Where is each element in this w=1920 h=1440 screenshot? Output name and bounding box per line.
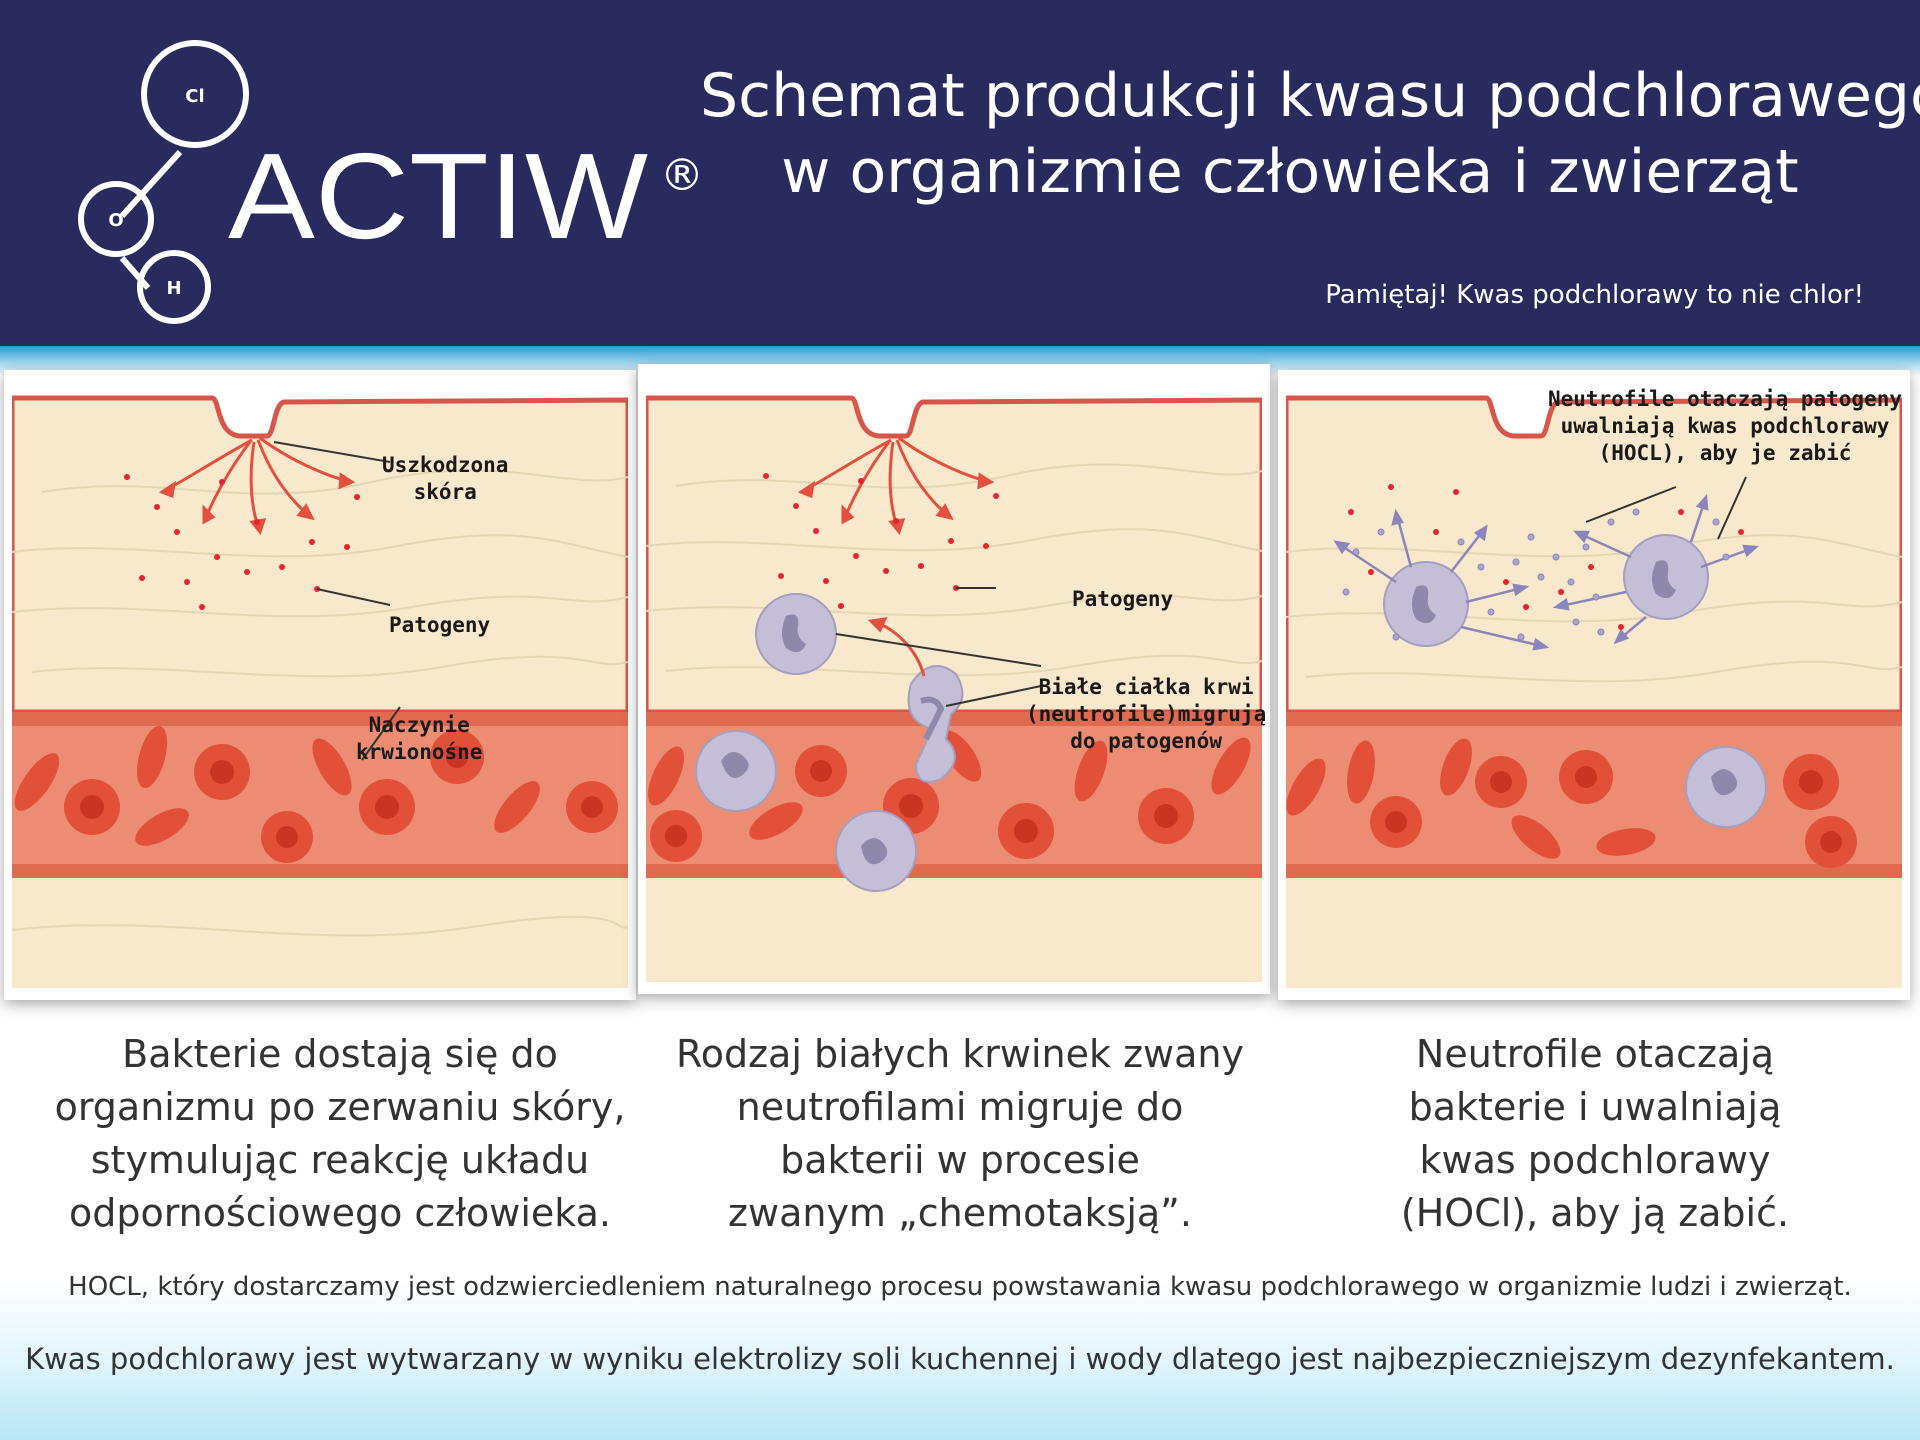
logo-atom-o: O <box>108 210 123 231</box>
caption-step-1-line-4: odpornościowego człowieka. <box>68 1191 612 1235</box>
title-line-2: w organizmie człowieka i zwierząt <box>781 137 1799 207</box>
page-title: Schemat produkcji kwasu podchlorawego w … <box>700 58 1920 210</box>
caption-step-3-line-3: kwas podchlorawy <box>1419 1138 1771 1182</box>
footnote-hocl-source: HOCL, który dostarczamy jest odzwiercied… <box>68 1272 1852 1302</box>
label-damaged-skin: Uszkodzona skóra <box>382 452 508 506</box>
pathogens <box>763 473 999 609</box>
caption-step-3-line-4: (HOCl), aby ją zabić. <box>1400 1191 1790 1235</box>
logo-brand: ACTIW <box>228 128 648 264</box>
caption-step-1: Bakterie dostają się do organizmu po zer… <box>30 1028 650 1240</box>
caption-step-1-line-2: organizmu po zerwaniu skóry, <box>54 1085 626 1129</box>
caption-step-3: Neutrofile otaczają bakterie i uwalniają… <box>1285 1028 1905 1240</box>
chemotaxis-arrows <box>797 436 995 677</box>
tagline: Pamiętaj! Kwas podchlorawy to nie chlor! <box>1325 280 1864 310</box>
caption-step-3-line-2: bakterie i uwalniają <box>1408 1085 1782 1129</box>
skin-layer <box>12 395 628 715</box>
caption-step-1-line-1: Bakterie dostają się do <box>122 1032 558 1076</box>
title-line-1: Schemat produkcji kwasu podchlorawego <box>700 61 1920 131</box>
caption-step-2: Rodzaj białych krwinek zwany neutrofilam… <box>650 1028 1270 1240</box>
label-white-blood-cells-line-2: (neutrofile)migrują <box>1026 702 1267 726</box>
label-blood-vessel: Naczynie krwionośne <box>356 712 482 766</box>
caption-step-1-line-3: stymulując reakcję układu <box>90 1138 590 1182</box>
logo-atom-h: H <box>166 278 181 299</box>
panel-skin-injury: Uszkodzona skóra Patogeny Naczynie krwio… <box>4 370 636 1000</box>
actiw-logo: Cl O H ACTIW ® <box>78 40 704 324</box>
hocl-particles <box>1342 508 1730 641</box>
red-blood-cells <box>648 730 1251 862</box>
label-damaged-skin-line-1: Uszkodzona <box>382 453 509 477</box>
label-neutrophils-hocl-line-3: (HOCL), aby je zabić <box>1598 441 1852 465</box>
caption-step-2-line-3: bakterii w procesie <box>780 1138 1140 1182</box>
hocl-arrows <box>1333 493 1760 651</box>
chemotaxis-arrows <box>158 436 356 536</box>
label-pathogens: Patogeny <box>1072 587 1174 611</box>
red-blood-cells <box>14 725 618 863</box>
label-pathogens: Patogeny <box>389 613 491 637</box>
label-white-blood-cells-line-3: do patogenów <box>1070 729 1222 753</box>
blood-vessel <box>1286 712 1902 988</box>
illustration-hocl-release <box>1286 395 1902 988</box>
label-blood-vessel-line-1: Naczynie <box>368 713 470 737</box>
pathogens <box>1348 484 1744 630</box>
label-damaged-skin-line-2: skóra <box>413 480 477 504</box>
label-neutrophils-hocl-line-2: uwalniają kwas podchlorawy <box>1560 414 1890 438</box>
leader-lines <box>835 587 1042 707</box>
panel-hocl-release: Neutrofile otaczają patogeny uwalniają k… <box>1278 370 1910 1000</box>
header: Cl O H ACTIW ® Schemat produkcji kwasu p… <box>0 0 1920 346</box>
label-blood-vessel-line-2: krwionośne <box>356 740 483 764</box>
bottom-glow <box>0 1280 1920 1440</box>
caption-step-2-line-4: zwanym „chemotaksją”. <box>728 1191 1192 1235</box>
caption-step-2-line-1: Rodzaj białych krwinek zwany <box>676 1032 1244 1076</box>
illustration-chemotaxis <box>646 395 1262 982</box>
label-neutrophils-hocl-line-1: Neutrofile otaczają patogeny <box>1548 387 1903 411</box>
logo-registered-mark: ® <box>660 150 704 201</box>
label-white-blood-cells-line-1: Białe ciałka krwi <box>1038 675 1254 699</box>
illustration-skin-injury <box>12 395 628 988</box>
caption-step-2-line-2: neutrofilami migruje do <box>736 1085 1184 1129</box>
neutrophils <box>1383 534 1767 828</box>
leader-lines <box>1585 476 1747 540</box>
skin-layer <box>646 395 1262 715</box>
leader-lines <box>273 441 401 761</box>
label-white-blood-cells: Białe ciałka krwi (neutrofile)migrują do… <box>1026 674 1266 755</box>
red-blood-cells <box>1286 738 1857 868</box>
footnote-electrolysis: Kwas podchlorawy jest wytwarzany w wynik… <box>25 1342 1895 1376</box>
pathogens <box>124 474 360 610</box>
label-neutrophils-hocl: Neutrofile otaczają patogeny uwalniają k… <box>1548 386 1902 467</box>
caption-step-3-line-1: Neutrofile otaczają <box>1415 1032 1775 1076</box>
logo-atom-cl: Cl <box>185 86 204 107</box>
panel-chemotaxis: Patogeny Białe ciałka krwi (neutrofile)m… <box>638 364 1270 994</box>
